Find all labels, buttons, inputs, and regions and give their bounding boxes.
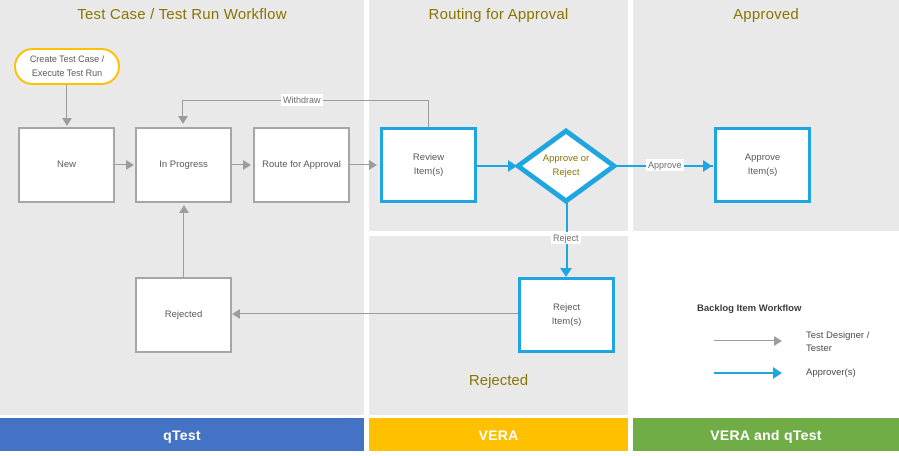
node-route-for-approval-label: Route for Approval	[262, 159, 341, 171]
connector-review-to-decision	[477, 165, 511, 167]
legend-arrow-line-approver	[714, 372, 776, 374]
node-create-test-case-line2: Execute Test Run	[31, 67, 103, 78]
node-reject-items-line1: Reject	[553, 302, 580, 314]
lane-title-vera: Routing for Approval	[428, 6, 569, 23]
node-rejected-label: Rejected	[164, 309, 203, 321]
arrowhead-decision-to-reject	[560, 268, 572, 277]
diamond-shape	[513, 127, 619, 205]
edge-label-withdraw: Withdraw	[281, 94, 323, 106]
node-new[interactable]: New	[18, 127, 115, 203]
node-approve-items-line2: Item(s)	[747, 166, 778, 177]
node-create-test-case-line1: Create Test Case /	[29, 54, 105, 65]
legend-label-approver: Approver(s)	[806, 367, 856, 378]
node-reject-items-line2: Item(s)	[551, 316, 582, 327]
connector-withdraw-vertical-left	[182, 100, 184, 118]
lane-title-approved: Approved	[733, 6, 799, 23]
node-approve-items[interactable]: Approve Item(s)	[714, 127, 811, 203]
node-in-progress-label: In Progress	[159, 159, 208, 171]
arrowhead-inprogress-to-route	[243, 160, 251, 170]
node-route-for-approval[interactable]: Route for Approval	[253, 127, 350, 203]
connector-new-to-inprogress	[115, 164, 127, 166]
node-review-items-line1: Review	[412, 152, 445, 164]
legend-arrow-line-tester	[714, 340, 776, 342]
footer-bar-qtest[interactable]: qTest	[0, 418, 364, 451]
arrowhead-rejectitems-to-rejected	[232, 309, 240, 319]
connector-rejectitems-to-rejected	[240, 313, 518, 315]
edge-label-approve: Approve	[646, 159, 684, 171]
edge-label-reject: Reject	[551, 232, 581, 244]
node-approve-items-line1: Approve	[744, 152, 781, 164]
node-reject-items[interactable]: Reject Item(s)	[518, 277, 615, 353]
arrowhead-start-to-new	[62, 118, 72, 126]
node-approve-or-reject[interactable]: Approve or Reject	[513, 127, 619, 205]
legend-arrowhead-approver	[773, 367, 782, 379]
connector-route-to-review	[350, 164, 370, 166]
connector-start-to-new	[66, 84, 68, 120]
arrowhead-rejected-to-inprogress	[179, 205, 189, 213]
lane-title-qtest: Test Case / Test Run Workflow	[77, 6, 287, 23]
arrowhead-decision-to-approve	[703, 160, 712, 172]
node-rejected[interactable]: Rejected	[135, 277, 232, 353]
arrowhead-withdraw-to-inprogress	[178, 116, 188, 124]
legend-label-tester-line1: Test Designer /	[806, 330, 870, 341]
footer-bar-vera[interactable]: VERA	[369, 418, 628, 451]
footer-bar-vera-and-qtest-label: VERA and qTest	[710, 426, 822, 443]
arrowhead-review-to-decision	[508, 160, 517, 172]
lane-subtitle-rejected: Rejected	[468, 372, 529, 389]
legend-title: Backlog Item Workflow	[697, 303, 802, 314]
legend-label-tester-line2: Tester	[806, 343, 832, 355]
legend-label-tester: Test Designer / Tester	[806, 329, 869, 356]
node-create-test-case[interactable]: Create Test Case / Execute Test Run	[14, 48, 120, 85]
connector-withdraw-vertical-right	[428, 100, 430, 128]
footer-bar-vera-and-qtest[interactable]: VERA and qTest	[633, 418, 899, 451]
footer-bar-vera-label: VERA	[478, 426, 519, 443]
node-review-items[interactable]: Review Item(s)	[380, 127, 477, 203]
node-review-items-line2: Item(s)	[413, 166, 444, 177]
connector-inprogress-to-route	[232, 164, 244, 166]
legend-arrowhead-tester	[774, 336, 782, 346]
arrowhead-route-to-review	[369, 160, 377, 170]
node-in-progress[interactable]: In Progress	[135, 127, 232, 203]
node-new-label: New	[56, 159, 76, 171]
connector-rejected-to-inprogress	[183, 212, 185, 278]
footer-bar-qtest-label: qTest	[163, 426, 201, 443]
arrowhead-new-to-inprogress	[126, 160, 134, 170]
